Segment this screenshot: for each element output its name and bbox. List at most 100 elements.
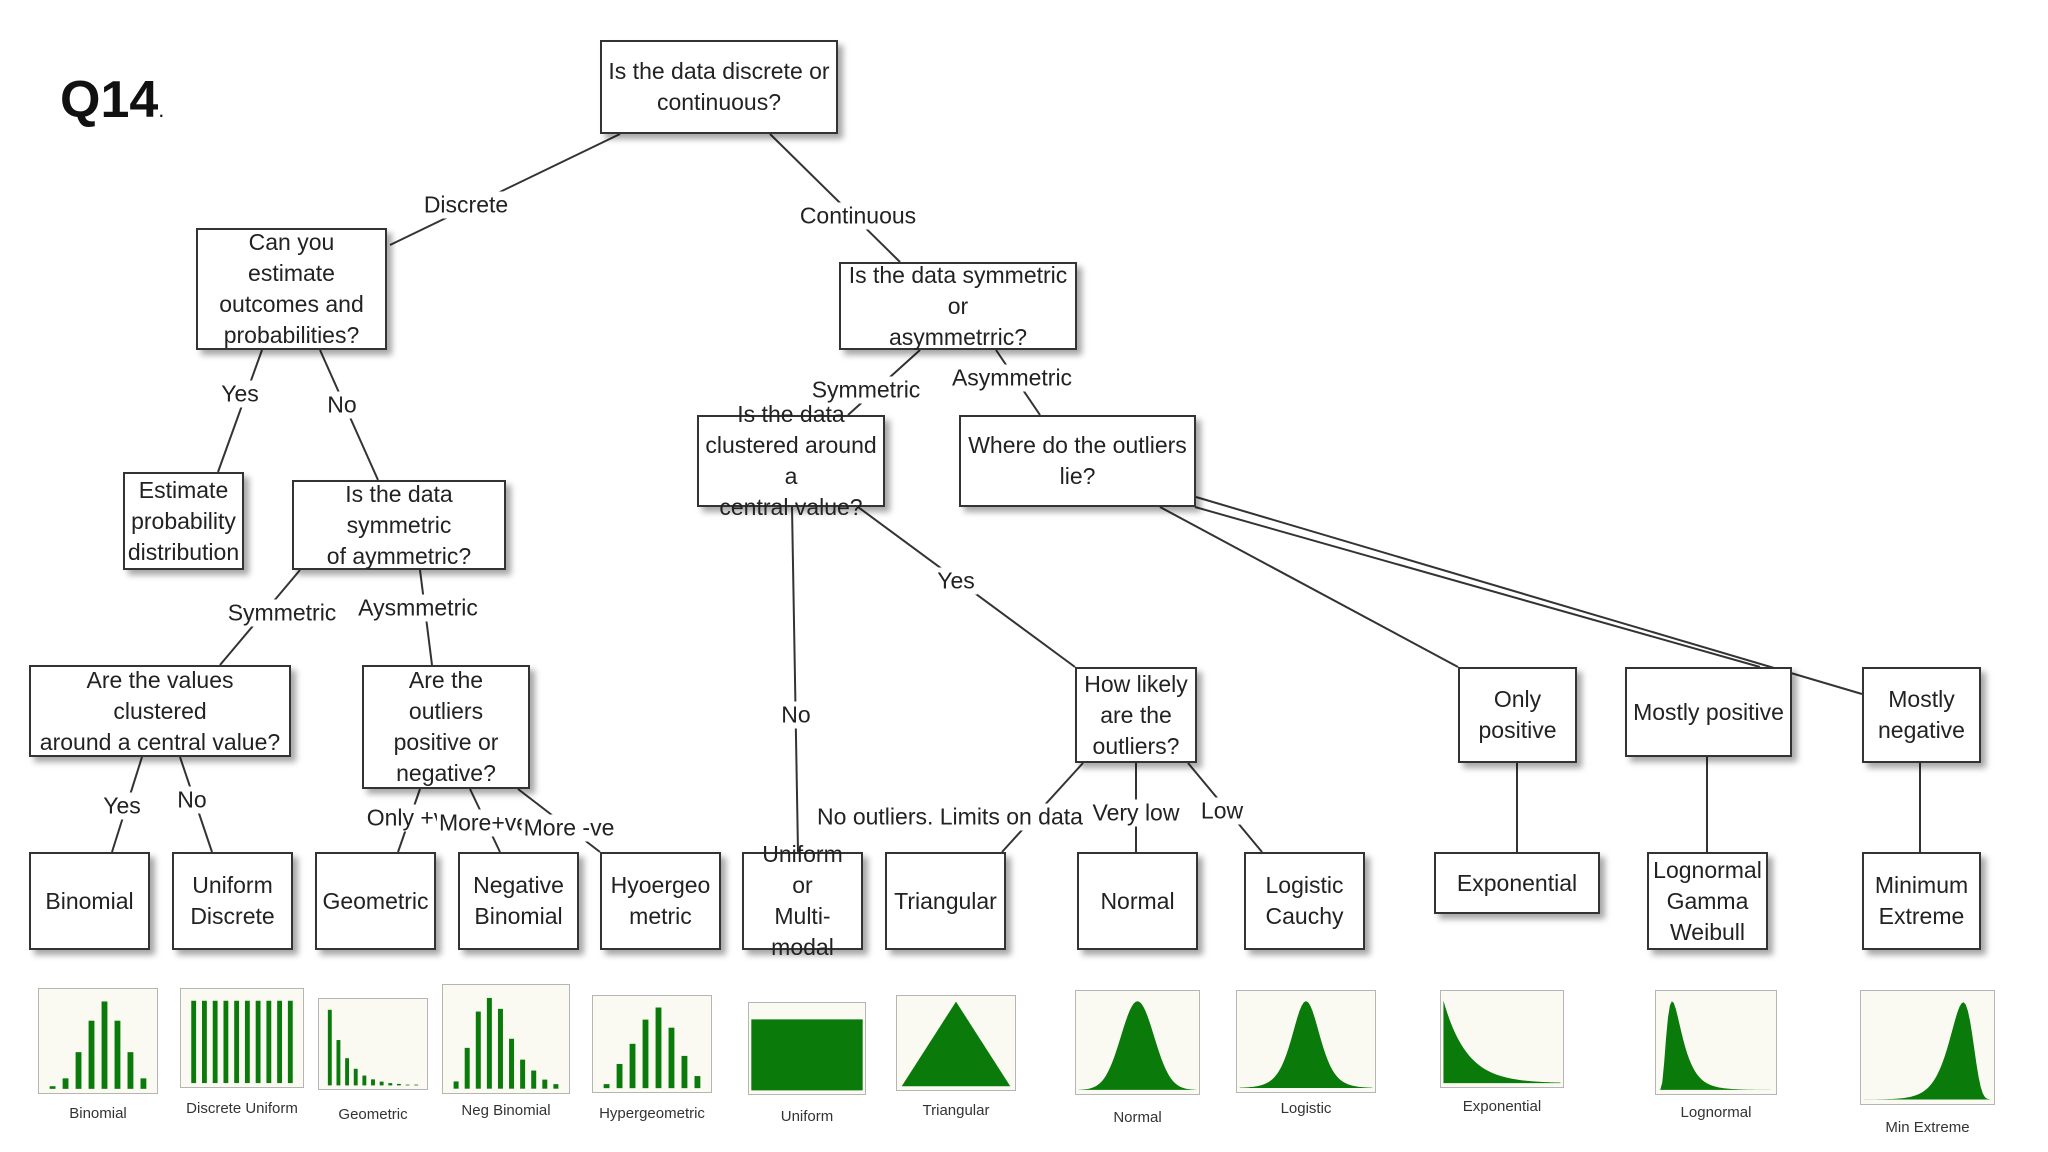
edge-label-very-low: Very low xyxy=(1090,799,1182,827)
question-title: Q14. xyxy=(60,70,164,130)
node-mostly-positive: Mostly positive xyxy=(1625,667,1792,757)
node-continuous-symmetry-question: Is the data symmetric or asymmetrric? xyxy=(839,262,1077,350)
thumbnail-label-uniform: Uniform xyxy=(780,1108,834,1125)
neg_binomial-bar xyxy=(464,1047,470,1089)
discrete_uniform-plot xyxy=(191,1000,293,1084)
discrete_uniform-bar xyxy=(191,1000,197,1084)
binomial-bar xyxy=(62,1078,69,1089)
neg_binomial-bar xyxy=(531,1070,537,1089)
binomial-bar xyxy=(101,1001,108,1089)
binomial-bar xyxy=(114,1020,121,1089)
node-only-positive: Only positive xyxy=(1458,667,1577,763)
question-number: Q14 xyxy=(60,71,159,129)
neg_binomial-bar xyxy=(542,1079,548,1089)
geometric-bar xyxy=(353,1068,358,1086)
hypergeometric-bar xyxy=(694,1076,701,1089)
node-outlier-likelihood-question: How likely are the outliers? xyxy=(1075,667,1197,763)
binomial-plot xyxy=(49,1001,147,1089)
thumbnail-lognormal xyxy=(1655,990,1777,1095)
thumbnail-label-binomial: Binomial xyxy=(69,1105,127,1122)
edge-outliers-only-positive xyxy=(1159,506,1459,668)
thumbnail-geometric xyxy=(318,998,428,1090)
discrete_uniform-bar xyxy=(202,1000,207,1084)
binomial-bar xyxy=(140,1078,147,1089)
thumbnail-label-exponential: Exponential xyxy=(1462,1098,1542,1115)
exponential-curve xyxy=(1443,1000,1561,1084)
thumbnail-label-triangular: Triangular xyxy=(922,1102,990,1119)
edge-label-symmetric-continuous: Symmetric xyxy=(809,376,923,404)
node-uniform-multimodal: Uniform or Multi- modal xyxy=(742,841,863,960)
hypergeometric-bar xyxy=(681,1055,688,1089)
node-normal: Normal xyxy=(1077,852,1198,950)
uniform-plot xyxy=(751,1019,863,1091)
node-continuous-clustered-question: Is the data clustered around a central v… xyxy=(697,401,885,520)
edge-label-asymmetric-discrete: Aysmmetric xyxy=(356,594,480,622)
discrete_uniform-bar xyxy=(266,1000,272,1084)
node-hypergeometric: Hyoergeo metric xyxy=(600,852,721,950)
thumbnail-label-min_extreme: Min Extreme xyxy=(1885,1119,1970,1136)
geometric-plot xyxy=(327,1009,419,1086)
geometric-bar xyxy=(336,1040,341,1086)
discrete_uniform-bar xyxy=(223,1000,229,1084)
hypergeometric-bar xyxy=(603,1084,610,1089)
normal-curve xyxy=(1078,1001,1197,1090)
triangular-curve xyxy=(901,1001,1011,1087)
geometric-bar xyxy=(371,1079,375,1086)
thumbnail-label-hypergeometric: Hypergeometric xyxy=(599,1105,705,1122)
geometric-bar xyxy=(405,1084,410,1086)
node-negative-binomial: Negative Binomial xyxy=(458,852,579,950)
thumbnail-neg_binomial xyxy=(442,984,570,1094)
edge-label-yes-clustered: Yes xyxy=(101,792,143,820)
binomial-bar xyxy=(127,1052,134,1089)
thumbnail-min_extreme xyxy=(1860,990,1995,1105)
thumbnail-label-neg_binomial: Neg Binomial xyxy=(461,1102,551,1119)
neg_binomial-bar xyxy=(509,1038,515,1089)
binomial-bar xyxy=(75,1052,82,1089)
thumbnail-label-normal: Normal xyxy=(1113,1109,1162,1126)
edge-label-no-clustered: No xyxy=(175,786,209,814)
edge-label-more-positive: More+ve xyxy=(436,809,532,837)
binomial-bar xyxy=(88,1020,95,1089)
discrete_uniform-bar xyxy=(287,1000,293,1084)
edge-root-discrete xyxy=(389,133,621,246)
neg_binomial-plot xyxy=(453,997,559,1089)
edge-label-only-positive: Only +v xyxy=(364,804,448,832)
thumbnail-binomial xyxy=(38,988,158,1094)
discrete_uniform-bar xyxy=(234,1000,240,1084)
neg_binomial-bar xyxy=(520,1059,526,1089)
thumbnail-label-geometric: Geometric xyxy=(338,1106,408,1123)
min_extreme-plot xyxy=(1863,1002,1992,1100)
node-estimate-distribution: Estimate probability distribution xyxy=(123,472,244,570)
node-uniform-discrete: Uniform Discrete xyxy=(172,852,293,950)
edge-label-yes-continuous-clustered: Yes xyxy=(935,567,977,595)
node-discrete-outliers-question: Are the outliers positive or negative? xyxy=(362,665,530,789)
thumbnail-logistic xyxy=(1236,990,1376,1093)
uniform-curve xyxy=(751,1019,863,1091)
thumbnail-uniform xyxy=(748,1002,866,1095)
discrete_uniform-bar xyxy=(255,1000,261,1084)
geometric-bar xyxy=(414,1084,419,1086)
geometric-bar xyxy=(388,1083,393,1086)
exponential-plot xyxy=(1443,1000,1561,1084)
lognormal-plot xyxy=(1658,1001,1774,1090)
edge-outliers-mostly-positive xyxy=(1194,506,1761,668)
edge-outliers-mostly-negative xyxy=(1195,496,1863,695)
thumbnail-label-logistic: Logistic xyxy=(1280,1100,1332,1117)
triangular-plot xyxy=(901,1001,1011,1087)
node-exponential: Exponential xyxy=(1434,852,1600,914)
geometric-bar xyxy=(379,1081,384,1086)
neg_binomial-bar xyxy=(553,1084,559,1089)
hypergeometric-bar xyxy=(668,1027,675,1089)
node-discrete-symmetry-question: Is the data symmetric of aymmetric? xyxy=(292,480,506,570)
edge-label-more-negative: More -ve xyxy=(521,814,617,842)
node-estimate-question: Can you estimate outcomes and probabilit… xyxy=(196,228,387,350)
discrete_uniform-bar xyxy=(212,1000,218,1084)
node-logistic-cauchy: Logistic Cauchy xyxy=(1244,852,1365,950)
node-minimum-extreme: Minimum Extreme xyxy=(1862,852,1981,950)
edge-label-yes-estimate: Yes xyxy=(219,380,261,408)
binomial-bar xyxy=(49,1086,56,1089)
hypergeometric-bar xyxy=(616,1063,623,1089)
edge-label-asymmetric-continuous: Asymmetric xyxy=(949,364,1075,392)
edge-label-discrete: Discrete xyxy=(421,191,511,219)
